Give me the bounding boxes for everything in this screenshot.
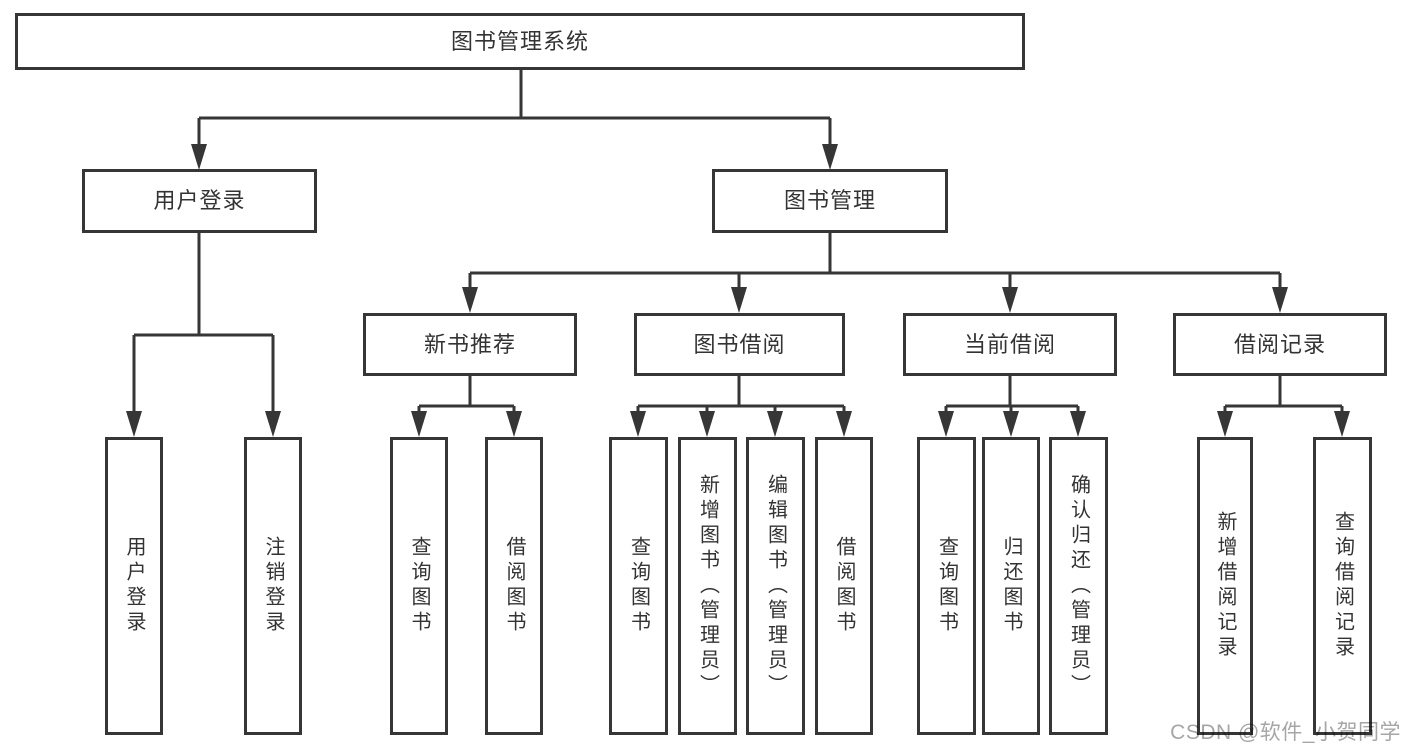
- leaf-confirm-return-admin: 确认归还（管理员）: [1049, 437, 1108, 735]
- leaf-return-books: 归还图书: [982, 437, 1040, 735]
- node-borrowing-records: 借阅记录: [1173, 313, 1387, 376]
- arrow-down-icon: [938, 411, 954, 437]
- csdn-watermark: CSDN @软件_小贺同学: [1170, 721, 1401, 744]
- leaf-borrow-books: 借阅图书: [815, 437, 873, 735]
- arrow-down-icon: [126, 411, 142, 437]
- arrow-down-icon: [1070, 411, 1086, 437]
- arrow-down-icon: [462, 287, 478, 313]
- leaf-user-login: 用户登录: [105, 437, 163, 735]
- node-new-book-recommend: 新书推荐: [363, 313, 577, 376]
- arrow-down-icon: [822, 144, 838, 170]
- arrow-down-icon: [1272, 287, 1288, 313]
- leaf-logout: 注销登录: [244, 437, 302, 735]
- arrow-down-icon: [265, 411, 281, 437]
- leaf-query-books-borrowing: 查询图书: [609, 437, 668, 735]
- arrow-down-icon: [630, 411, 646, 437]
- arrow-down-icon: [767, 411, 783, 437]
- node-book-borrowing: 图书借阅: [634, 313, 845, 376]
- arrow-down-icon: [506, 411, 522, 437]
- node-library-management-system: 图书管理系统: [15, 13, 1025, 70]
- arrow-down-icon: [699, 411, 715, 437]
- leaf-query-borrow-record: 查询借阅记录: [1313, 437, 1372, 735]
- arrow-down-icon: [1003, 411, 1019, 437]
- arrow-down-icon: [1217, 411, 1233, 437]
- leaf-edit-books-admin: 编辑图书（管理员）: [746, 437, 805, 735]
- arrow-down-icon: [411, 411, 427, 437]
- connector-userlogin-to-leaves: [132, 233, 275, 413]
- node-book-management: 图书管理: [712, 169, 948, 233]
- leaf-borrow-books-recommend: 借阅图书: [485, 437, 543, 735]
- arrowheads: [126, 144, 1350, 437]
- arrow-down-icon: [191, 144, 207, 170]
- arrow-down-icon: [1002, 287, 1018, 313]
- connector-root-to-level2: [197, 70, 832, 146]
- connector-records-to-leaves: [1223, 376, 1344, 414]
- leaf-add-borrow-record: 新增借阅记录: [1197, 437, 1253, 735]
- leaf-query-books-current: 查询图书: [917, 437, 976, 735]
- arrow-down-icon: [1334, 411, 1350, 437]
- arrow-down-icon: [731, 287, 747, 313]
- arrow-down-icon: [836, 411, 852, 437]
- connector-newbook-to-leaves: [417, 376, 516, 414]
- leaf-query-books-recommend: 查询图书: [390, 437, 448, 735]
- node-user-login: 用户登录: [82, 169, 317, 233]
- connector-borrow-to-leaves: [636, 376, 846, 414]
- node-current-borrowing: 当前借阅: [903, 313, 1117, 376]
- leaf-add-books-admin: 新增图书（管理员）: [678, 437, 737, 735]
- connector-bookmgmt-to-sections: [468, 233, 1282, 289]
- connector-current-to-leaves: [944, 376, 1080, 414]
